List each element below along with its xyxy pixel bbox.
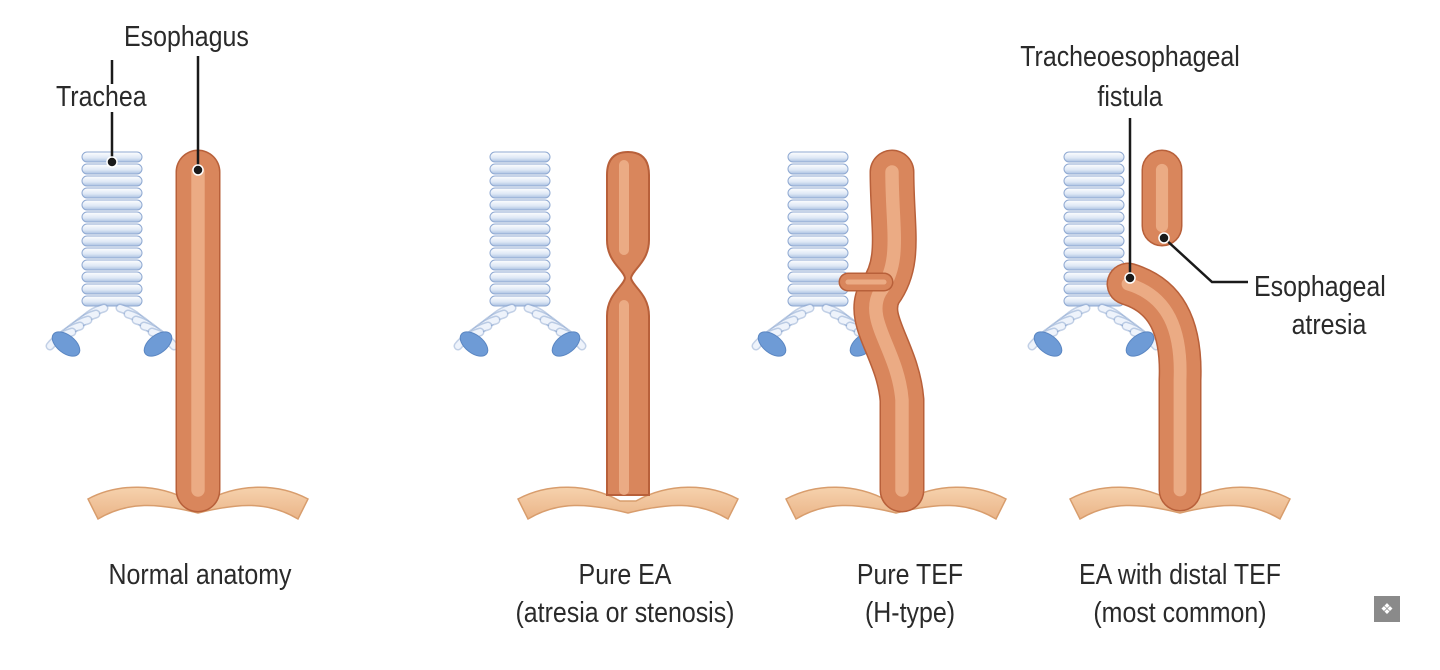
left-bronchus	[1027, 303, 1091, 357]
caption-normal: Normal anatomy	[108, 559, 292, 591]
trachea-ring	[787, 175, 849, 187]
atresia-leader	[1163, 237, 1248, 284]
bronchus-end	[1033, 331, 1063, 357]
trachea	[45, 151, 179, 357]
trachea-ring	[787, 295, 849, 307]
trachea-ring	[81, 223, 143, 235]
trachea-ring	[81, 199, 143, 211]
trachea-ring	[787, 235, 849, 247]
esophagus-h-type-highlight	[869, 165, 909, 497]
trachea-ring	[1063, 211, 1125, 223]
fistula-leader-dot	[1124, 272, 1136, 284]
trachea-ring	[1063, 199, 1125, 211]
trachea-ring	[1063, 223, 1125, 235]
distal-esophagus-highlight	[1121, 277, 1187, 497]
bronchus-end	[459, 331, 489, 357]
trachea-ring	[1063, 163, 1125, 175]
trachea-ring	[1063, 187, 1125, 199]
trachea-ring	[787, 259, 849, 271]
bronchus-end	[51, 331, 81, 357]
trachea-ring	[81, 175, 143, 187]
trachea-ring	[81, 283, 143, 295]
trachea-ring	[787, 247, 849, 259]
trachea-ring	[81, 211, 143, 223]
caption-pure-ea-sub: (atresia or stenosis)	[515, 597, 735, 629]
trachea-ring	[787, 211, 849, 223]
esophagus-label: Esophagus	[124, 21, 249, 53]
fistula-label-line2: fistula	[1097, 81, 1163, 113]
trachea-ring	[489, 259, 551, 271]
left-bronchus	[45, 303, 109, 357]
trachea	[453, 151, 587, 357]
caption-pure-tef-sub: (H-type)	[864, 597, 956, 629]
trachea-ring	[1063, 247, 1125, 259]
trachea-ring	[787, 151, 849, 163]
trachea-ring	[787, 283, 849, 295]
trachea-ring	[787, 187, 849, 199]
bronchus-end	[551, 331, 581, 357]
trachea	[1027, 151, 1161, 357]
atresia-leader-dot	[1158, 232, 1170, 244]
trachea-ring	[81, 187, 143, 199]
left-bronchus	[453, 303, 517, 357]
trachea-ring	[489, 211, 551, 223]
right-bronchus	[523, 303, 587, 357]
trachea-ring	[489, 283, 551, 295]
trachea-ring	[787, 223, 849, 235]
trachea-ring	[81, 247, 143, 259]
bronchus-end	[143, 331, 173, 357]
trachea-ring	[489, 199, 551, 211]
atresia-label-line2: atresia	[1291, 309, 1367, 341]
trachea-ring	[489, 187, 551, 199]
trachea-ring	[81, 295, 143, 307]
trachea-ring	[81, 271, 143, 283]
trachea-ring	[81, 235, 143, 247]
trachea-ring	[489, 271, 551, 283]
trachea-ring	[489, 295, 551, 307]
zoom-badge-icon[interactable]: ❖	[1374, 596, 1400, 622]
bronchus-end	[1125, 331, 1155, 357]
trachea-ring	[787, 199, 849, 211]
trachea-leader-b-dot	[106, 156, 118, 168]
atresia-label-line1: Esophageal	[1254, 271, 1386, 303]
trachea-ring	[1063, 175, 1125, 187]
trachea-ring	[489, 235, 551, 247]
right-bronchus	[1097, 303, 1161, 357]
trachea	[751, 151, 885, 357]
caption-ea-distal-tef: EA with distal TEF	[1079, 559, 1281, 591]
diaphragm	[517, 486, 739, 521]
caption-pure-ea: Pure EA	[578, 559, 672, 591]
fistula-label-line1: Tracheoesophageal	[1020, 41, 1240, 73]
trachea-ring	[489, 247, 551, 259]
bronchus-end	[757, 331, 787, 357]
trachea-ring	[489, 151, 551, 163]
esophagus-leader-dot	[192, 164, 204, 176]
left-bronchus	[751, 303, 815, 357]
trachea-ring	[1063, 151, 1125, 163]
caption-pure-tef: Pure TEF	[856, 559, 964, 591]
trachea-ring	[1063, 235, 1125, 247]
trachea-ring	[489, 175, 551, 187]
trachea-label: Trachea	[56, 81, 147, 113]
caption-ea-distal-tef-sub: (most common)	[1093, 597, 1267, 629]
trachea-ring	[489, 163, 551, 175]
trachea-ring	[81, 259, 143, 271]
trachea-ring	[787, 163, 849, 175]
trachea-ring	[489, 223, 551, 235]
right-bronchus	[115, 303, 179, 357]
